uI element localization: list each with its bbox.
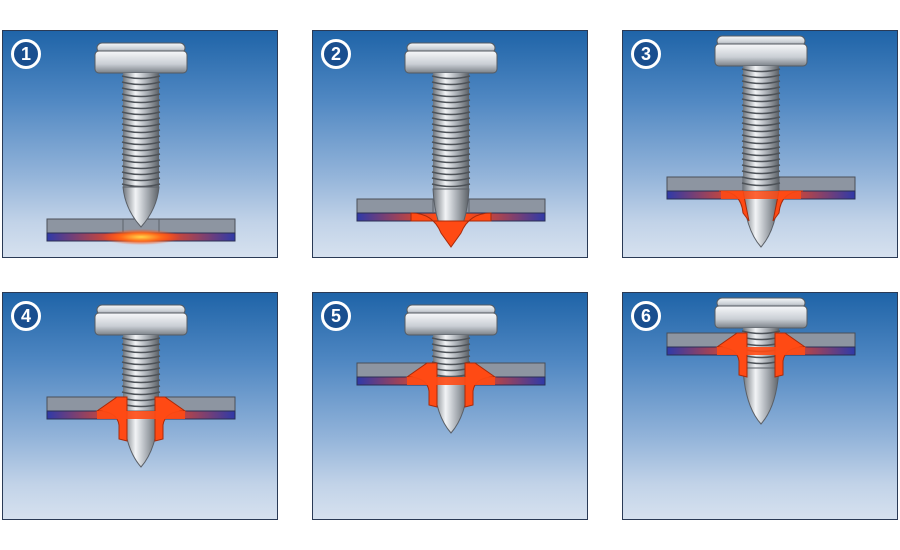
extruded-collar xyxy=(715,332,807,378)
step-number-badge: 2 xyxy=(321,39,351,69)
extruded-collar xyxy=(410,212,492,248)
step-number-badge: 6 xyxy=(631,301,661,331)
step-number-badge: 1 xyxy=(11,39,41,69)
step-panel-6: 6 xyxy=(622,292,898,520)
step-illustration-5 xyxy=(356,304,546,434)
flow-drill-screw xyxy=(714,35,808,248)
step-panel-2: 2 xyxy=(312,30,588,258)
extruded-collar xyxy=(718,190,804,222)
step-illustration-2 xyxy=(356,42,546,248)
step-illustration-6 xyxy=(666,297,856,425)
flow-drill-screw xyxy=(714,297,808,425)
step-illustration-1 xyxy=(46,42,236,245)
step-panel-5: 5 xyxy=(312,292,588,520)
step-panel-1: 1 xyxy=(2,30,278,258)
flow-drill-screw xyxy=(94,304,188,468)
step-number-badge: 4 xyxy=(11,301,41,331)
extruded-collar xyxy=(95,396,187,442)
heat-glow xyxy=(101,229,181,245)
step-panel-3: 3 xyxy=(622,30,898,258)
step-illustration-4 xyxy=(46,304,236,468)
step-number-badge: 5 xyxy=(321,301,351,331)
flow-drill-screw xyxy=(94,42,188,228)
step-number-badge: 3 xyxy=(631,39,661,69)
step-panel-4: 4 xyxy=(2,292,278,520)
extruded-collar xyxy=(405,362,497,408)
step-illustration-3 xyxy=(666,35,856,248)
